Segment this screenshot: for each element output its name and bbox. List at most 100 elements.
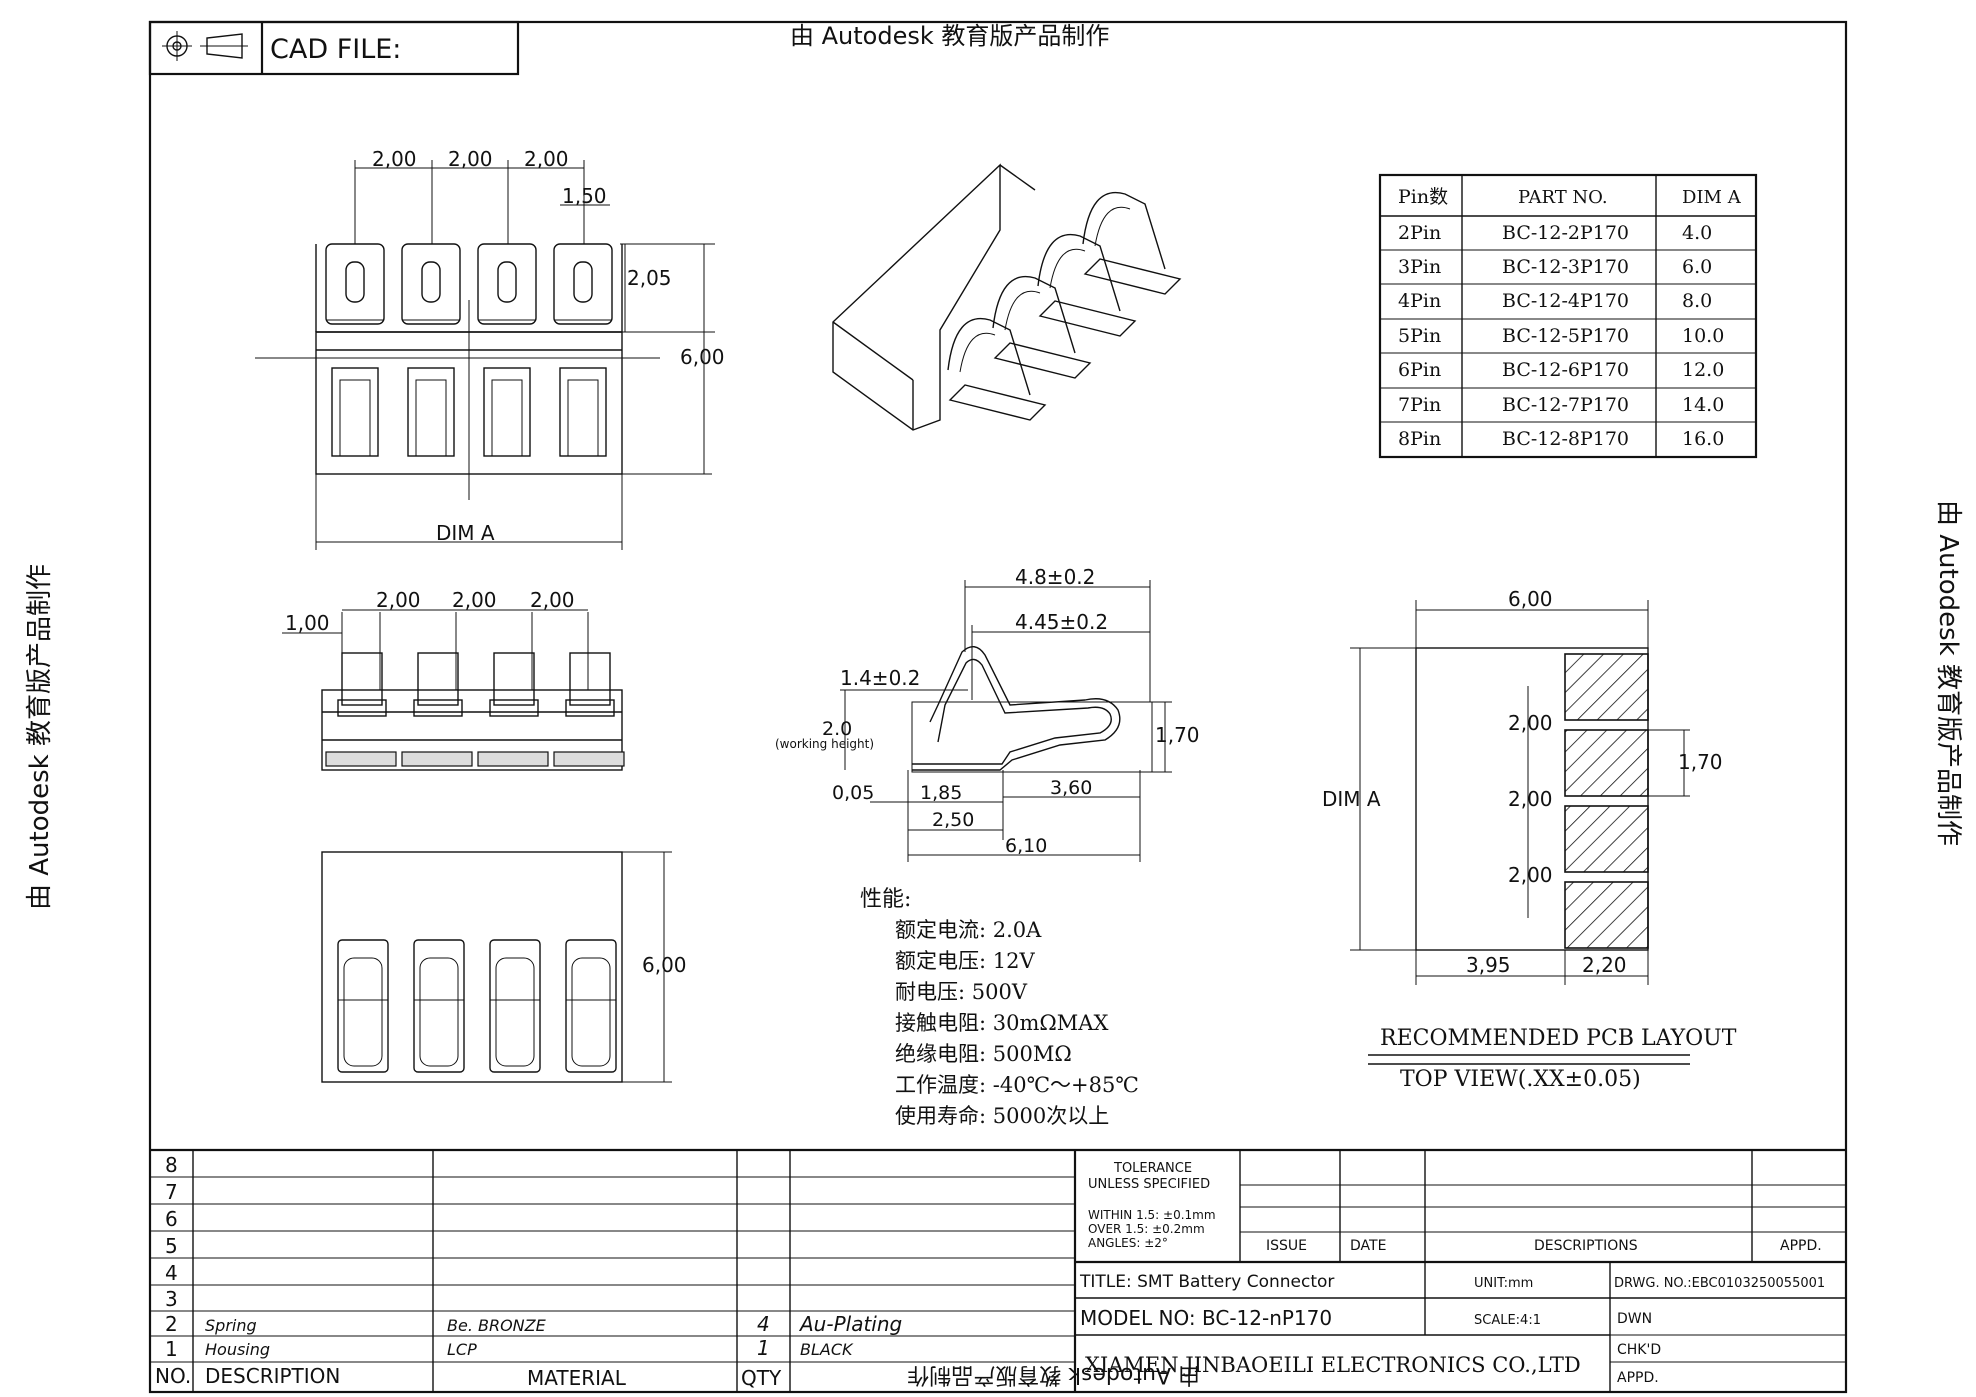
bom-row-num: 1 <box>165 1337 178 1361</box>
tv-dim-a: DIM A <box>436 521 495 545</box>
table-cell: 16.0 <box>1682 428 1724 450</box>
bom-header-material: MATERIAL <box>527 1366 627 1390</box>
tb-drwg-no: DRWG. NO.:EBC0103250055001 <box>1614 1276 1825 1291</box>
table-cell: 12.0 <box>1682 359 1724 381</box>
pin-window <box>483 367 531 457</box>
bom-qty: 4 <box>757 1312 770 1336</box>
table-cell: 10.0 <box>1682 325 1724 347</box>
pin-bottom <box>413 939 465 1073</box>
bv-height: 6,00 <box>642 953 687 977</box>
table-cell: 4Pin <box>1398 290 1441 312</box>
iso-pin-spring <box>1094 206 1131 247</box>
pin-slot <box>421 261 441 303</box>
tb-appd2: APPD. <box>1617 1370 1659 1386</box>
perf-item: 接触电阻: 30mΩMAX <box>895 1011 1108 1035</box>
pcb-pad <box>1564 805 1649 873</box>
pin-bottom-inner <box>343 957 383 1067</box>
perf-item: 额定电流: 2.0A <box>895 918 1042 942</box>
table-cell: BC-12-2P170 <box>1502 222 1629 244</box>
tb-tolerance-sub: UNLESS SPECIFIED <box>1088 1177 1210 1192</box>
pin-contact <box>325 243 385 325</box>
tv-pin-length: 2,05 <box>627 266 672 290</box>
pin-side-foot <box>477 751 549 767</box>
perf-title: 性能: <box>860 887 911 912</box>
bom-row-num: 6 <box>165 1207 178 1231</box>
pin-contact <box>401 243 461 325</box>
bom-row-num: 3 <box>165 1287 178 1311</box>
tb-tol-3: ANGLES: ±2° <box>1088 1236 1168 1250</box>
bottom-watermark: 由 Autodesk 教育版产品制作 <box>907 1362 1200 1387</box>
pin-window-inner <box>339 379 371 457</box>
pcb-pitch-2: 2,00 <box>1508 787 1553 811</box>
pin-side-base <box>489 699 539 717</box>
table-header: PART NO. <box>1518 187 1608 208</box>
tv-pitch-2: 2,00 <box>448 147 493 171</box>
sv-pitch-2: 2,00 <box>452 588 497 612</box>
perf-item: 额定电压: 12V <box>895 949 1035 973</box>
performance-specs: 性能: 额定电流: 2.0A 额定电压: 12V 耐电压: 500V 接触电阻:… <box>860 887 1139 1128</box>
bom-finish: BLACK <box>800 1340 854 1359</box>
pin-side-base <box>565 699 615 717</box>
top-watermark: 由 Autodesk 教育版产品制作 <box>790 22 1109 50</box>
perf-item: 耐电压: 500V <box>895 980 1028 1004</box>
pin-side-foot <box>401 751 473 767</box>
table-cell: BC-12-7P170 <box>1502 394 1629 416</box>
iso-pin-spring <box>959 332 996 373</box>
table-cell: 14.0 <box>1682 394 1724 416</box>
tb-tol-1: WITHIN 1.5: ±0.1mm <box>1088 1208 1216 1222</box>
bom-header-qty: QTY <box>741 1366 782 1390</box>
iso-pin-pad <box>993 342 1092 379</box>
perf-item: 工作温度: -40℃～+85℃ <box>895 1073 1139 1097</box>
cp-thk: 0,05 <box>832 782 874 804</box>
pin-slot <box>345 261 365 303</box>
bom-finish: Au-Plating <box>798 1312 902 1336</box>
sv-pitch-3: 2,00 <box>530 588 575 612</box>
iso-pin-spring <box>947 318 1031 396</box>
pin-bottom-inner <box>571 957 611 1067</box>
tv-height: 6,00 <box>680 345 725 369</box>
cp-body-h: 1,70 <box>1155 723 1200 747</box>
pin-side <box>417 652 459 706</box>
tb-title: TITLE: SMT Battery Connector <box>1079 1272 1334 1292</box>
bom-row-num: 5 <box>165 1234 178 1258</box>
pin-window-inner <box>415 379 447 457</box>
perf-item: 使用寿命: 5000次以上 <box>895 1104 1109 1128</box>
pin-window <box>331 367 379 457</box>
bom-header-desc: DESCRIPTION <box>205 1364 340 1388</box>
cp-610: 6,10 <box>1005 835 1047 857</box>
tb-company: XIAMEN JINBAOEILI ELECTRONICS CO.,LTD <box>1085 1353 1581 1377</box>
tb-dwn: DWN <box>1617 1311 1652 1327</box>
table-header: Pin数 <box>1398 186 1448 208</box>
iso-pin-pad <box>1083 258 1182 295</box>
bom-material: Be. BRONZE <box>447 1316 547 1335</box>
tv-pitch-1: 2,00 <box>372 147 417 171</box>
tv-pin-width: 1,50 <box>562 184 607 208</box>
cp-working-note: (working height) <box>775 737 874 751</box>
pcb-dim-a: DIM A <box>1322 787 1381 811</box>
table-cell: 7Pin <box>1398 394 1441 416</box>
table-cell: BC-12-5P170 <box>1502 325 1629 347</box>
iso-pin-spring <box>1004 290 1041 331</box>
pin-side-base <box>337 699 387 717</box>
tb-tolerance: TOLERANCE <box>1113 1161 1192 1176</box>
table-cell: 4.0 <box>1682 222 1712 244</box>
pin-slot <box>573 261 593 303</box>
sv-offset: 1,00 <box>285 611 330 635</box>
iso-pin-spring <box>1082 192 1166 270</box>
bom-header-no: NO. <box>155 1364 191 1388</box>
pin-window <box>559 367 607 457</box>
pcb-pad <box>1564 729 1649 797</box>
tb-tol-2: OVER 1.5: ±0.2mm <box>1088 1222 1205 1236</box>
cp-working: 2.0 <box>822 718 852 740</box>
sheet-border <box>148 20 1848 1394</box>
table-cell: BC-12-8P170 <box>1502 428 1629 450</box>
top-view: 2,00 2,00 2,00 1,50 2,05 6,00 DIM A <box>255 147 725 550</box>
tb-unit: UNIT:mm <box>1474 1276 1533 1291</box>
table-cell: BC-12-6P170 <box>1502 359 1629 381</box>
cp-360: 3,60 <box>1050 777 1092 799</box>
bom-row-num: 2 <box>165 1312 178 1336</box>
projection-symbol-icon <box>162 31 248 61</box>
iso-pin-spring <box>1037 234 1121 312</box>
pin-bottom <box>337 939 389 1073</box>
pin-side-foot <box>553 751 625 767</box>
